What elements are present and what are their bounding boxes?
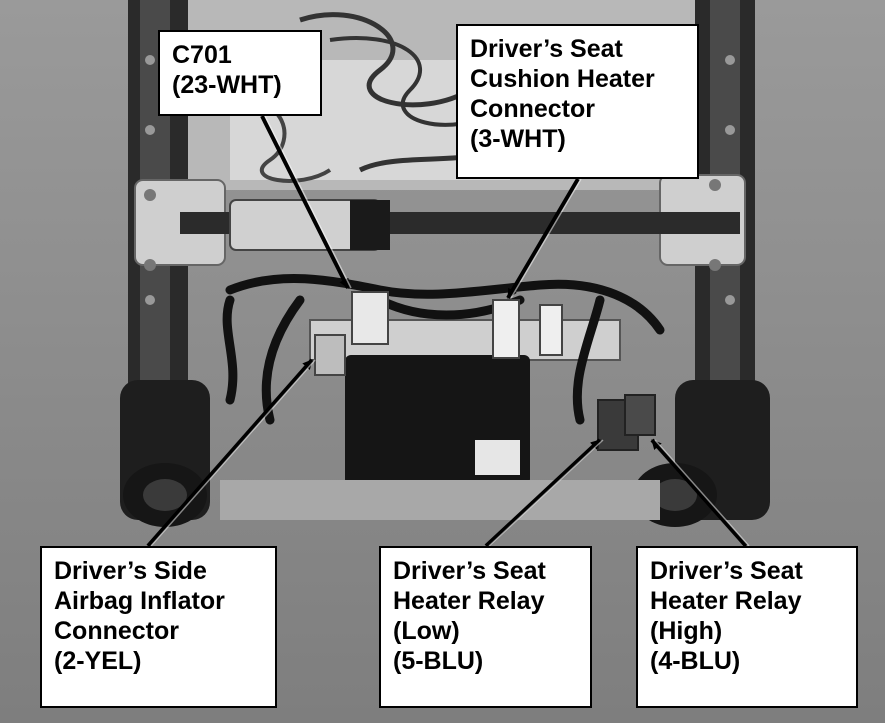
leader-arrows [146,115,748,548]
callout-heater-relay-low: Driver’s Seat Heater Relay (Low) (5-BLU) [379,546,592,708]
arrow-high [650,438,748,548]
arrow-airbag [146,358,314,548]
callout-c701: C701 (23-WHT) [158,30,322,116]
callout-line: (4-BLU) [650,647,741,675]
seat-crossbar [134,174,746,271]
callout-line: Airbag Inflator [54,587,225,615]
callout-line: (3-WHT) [470,125,566,153]
callout-line: Heater Relay [393,587,545,615]
callout-line: (Low) [393,617,460,645]
callout-cushion-heater-connector: Driver’s Seat Cushion Heater Connector (… [456,24,699,179]
arrow-cushion [506,177,580,300]
callout-line: Cushion Heater [470,65,655,93]
callout-line: (23-WHT) [172,71,282,99]
cushion-edge [220,480,660,520]
callout-line: Driver’s Seat [470,35,623,63]
arrow-low [484,438,602,548]
callout-line: Driver’s Seat [393,557,546,585]
callout-line: (5-BLU) [393,647,484,675]
callout-side-airbag-connector: Driver’s Side Airbag Inflator Connector … [40,546,277,708]
callout-line: Connector [54,617,179,645]
callout-line: C701 [172,41,232,69]
callout-line: Driver’s Seat [650,557,803,585]
callout-line: Connector [470,95,595,123]
callout-line: (2-YEL) [54,647,142,675]
connectors [314,291,656,451]
callout-line: Driver’s Side [54,557,207,585]
arrow-c701 [260,115,350,289]
callout-heater-relay-high: Driver’s Seat Heater Relay (High) (4-BLU… [636,546,858,708]
callout-line: (High) [650,617,723,645]
callout-line: Heater Relay [650,587,802,615]
